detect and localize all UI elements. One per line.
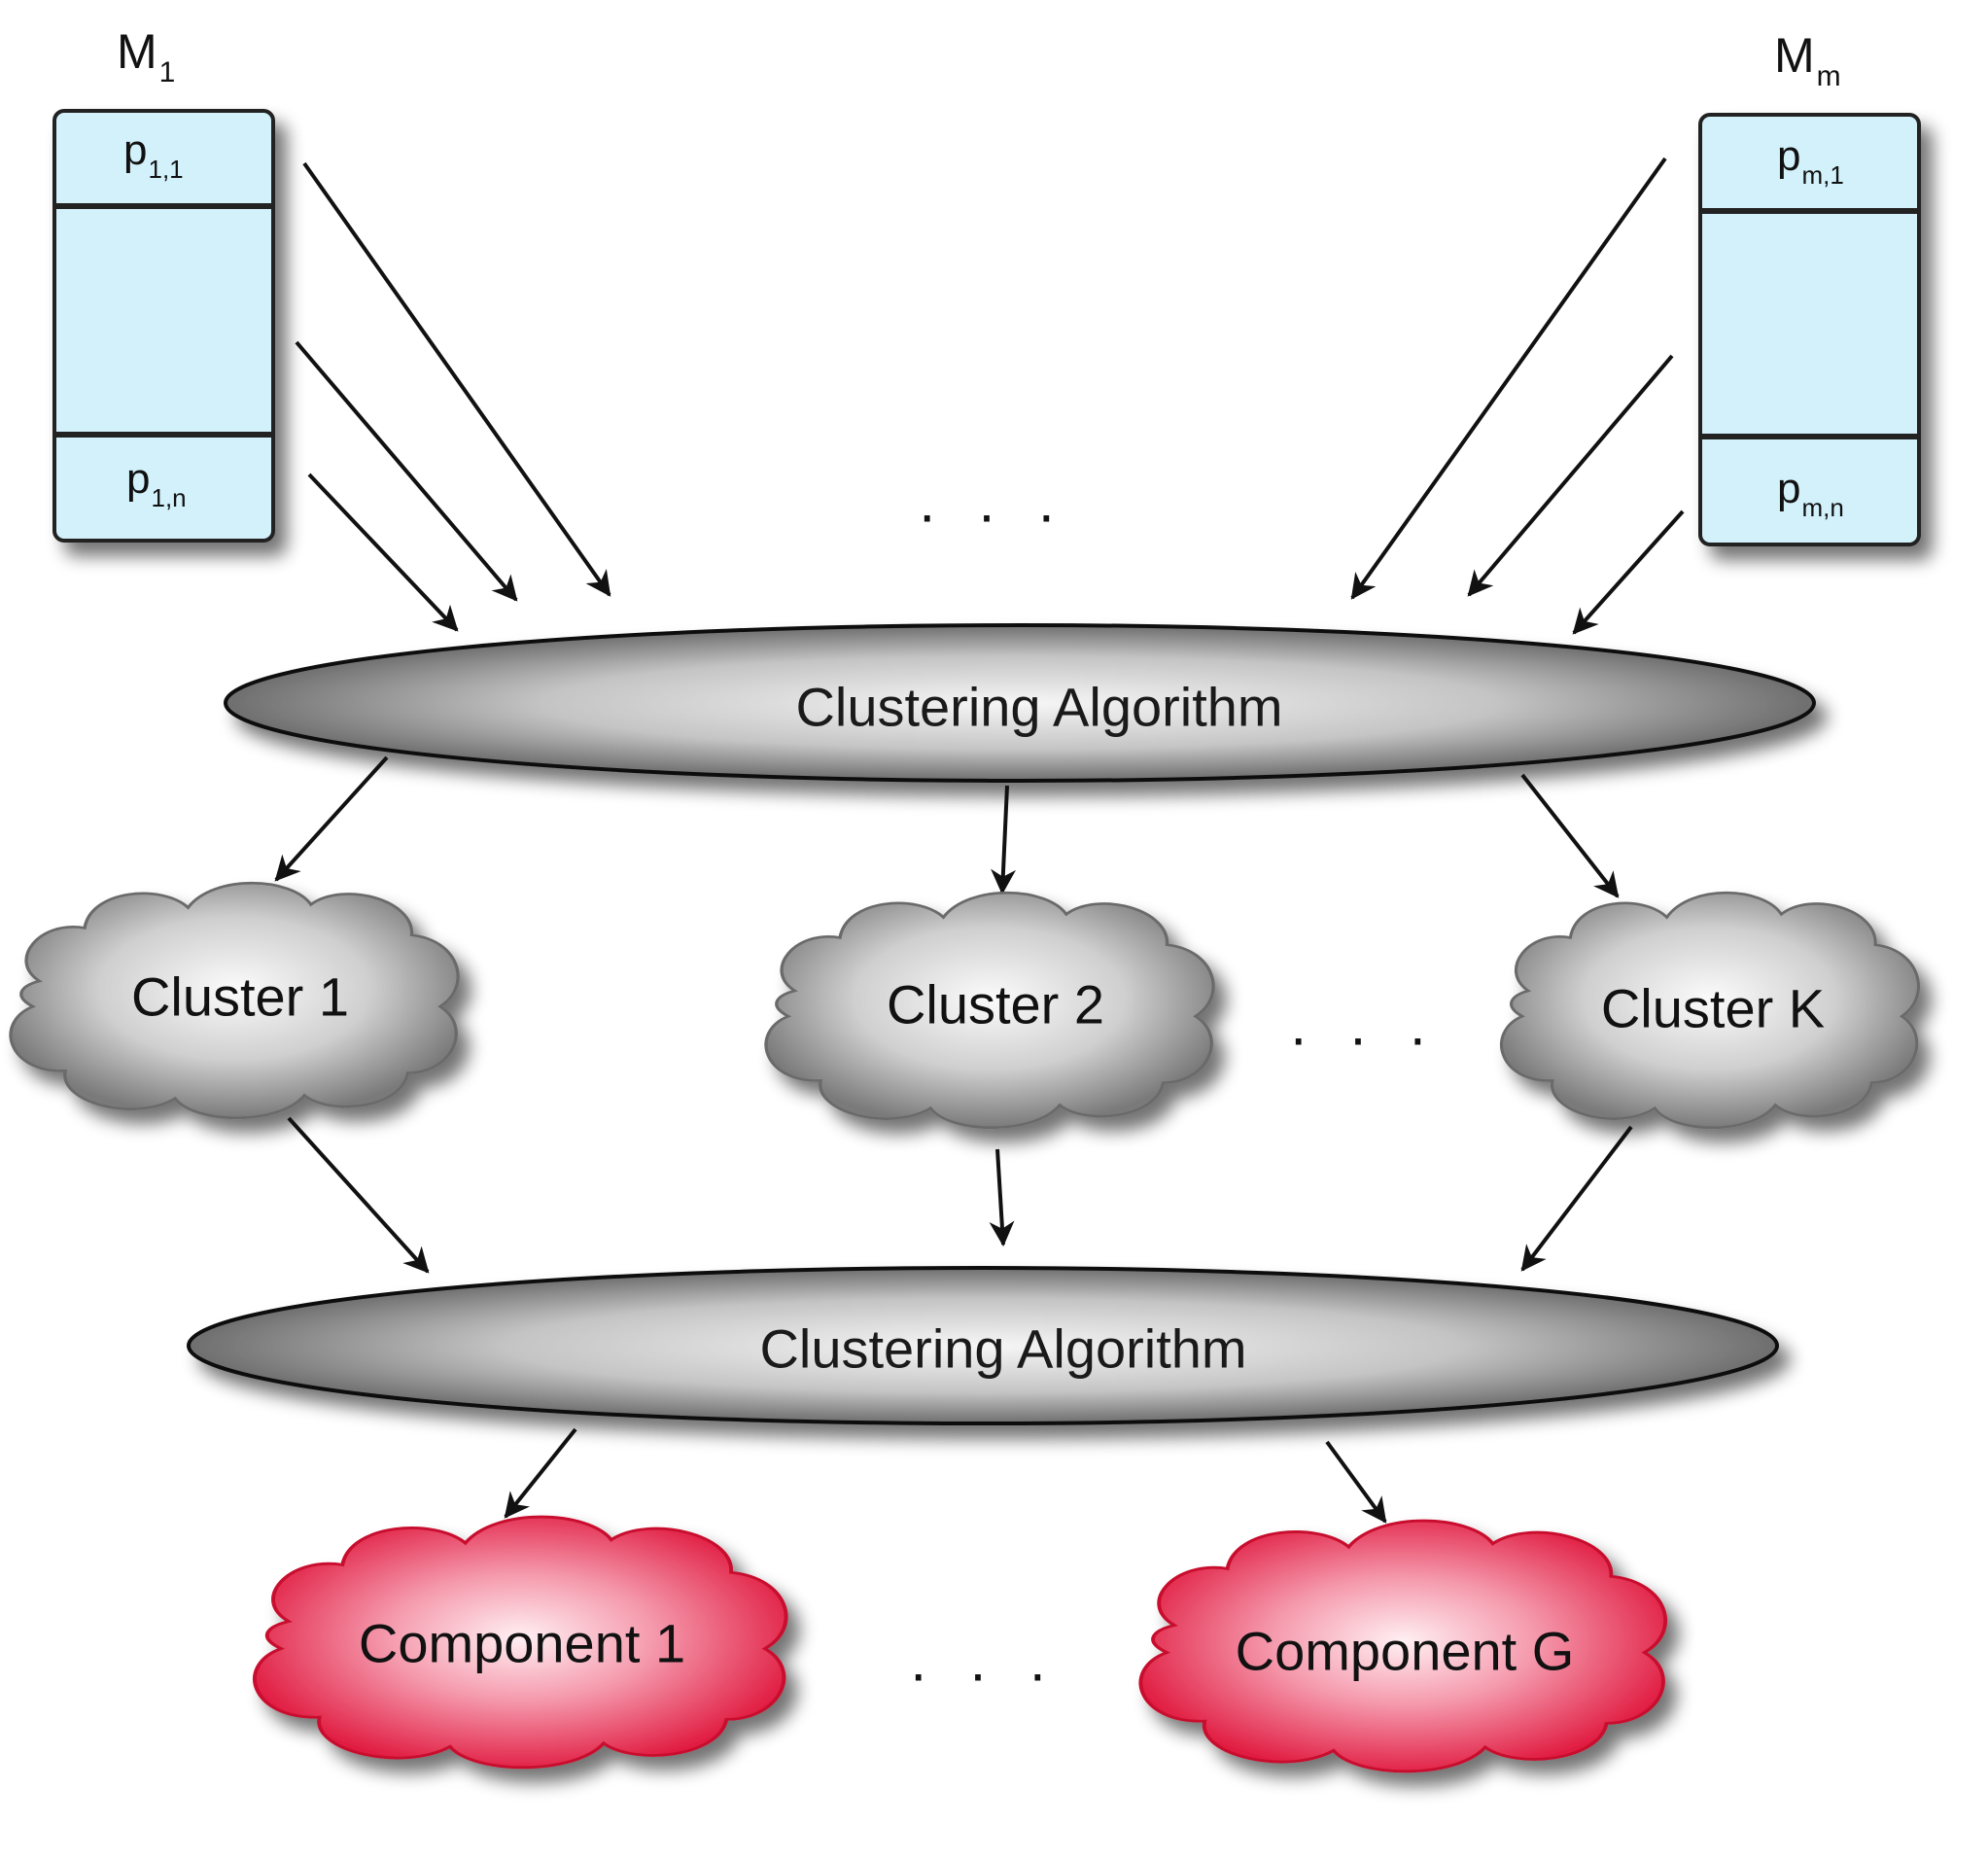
arrow	[1520, 773, 1620, 898]
arrow	[991, 785, 1017, 895]
components-ellipsis: . . .	[910, 1628, 1060, 1694]
clustering-algorithm-1-label: Clustering Algorithm	[795, 676, 1283, 738]
clustering-algorithm-ellipse-1	[224, 623, 1816, 783]
clustering-algorithm-ellipse-2	[187, 1266, 1779, 1425]
model-1-last-row-main: p	[126, 455, 151, 503]
model-box-m	[1698, 113, 1921, 546]
arrows-model-m	[1350, 157, 1685, 635]
model-m-title: Mm	[1774, 27, 1841, 93]
arrow	[1572, 509, 1685, 635]
arrow	[1350, 157, 1667, 600]
arrows-to-components	[504, 1427, 1387, 1524]
arrow	[504, 1427, 577, 1519]
model-box-1	[52, 109, 275, 543]
arrow	[307, 473, 459, 632]
component-g-label: Component G	[1235, 1620, 1575, 1682]
arrows-to-clusters	[274, 755, 1620, 898]
arrows-to-second-algorithm	[287, 1116, 1633, 1274]
cluster-2-label: Cluster 2	[886, 973, 1105, 1035]
arrow	[274, 755, 389, 882]
model-m-title-sub: m	[1816, 60, 1841, 92]
arrows-model-1	[295, 161, 611, 632]
arrow	[287, 1116, 430, 1274]
component-1-label: Component 1	[358, 1612, 686, 1674]
cluster-1-label: Cluster 1	[130, 965, 350, 1028]
model-m-first-row-main: p	[1777, 132, 1801, 180]
model-m-first-row-sub: m,1	[1801, 160, 1844, 190]
model-m-last-row-sub: m,n	[1801, 493, 1844, 522]
model-1-last-row-sub: 1,n	[151, 483, 187, 512]
arrow	[295, 340, 518, 602]
model-1-last-row-label: p1,n	[126, 455, 187, 513]
model-1-title-sub: 1	[158, 56, 176, 88]
clustering-algorithm-2-label: Clustering Algorithm	[759, 1317, 1247, 1380]
model-m-last-row-label: pm,n	[1777, 465, 1844, 523]
model-m-first-row-label: pm,1	[1777, 132, 1844, 191]
model-1-first-row-sub: 1,1	[148, 155, 184, 184]
model-1-first-row-main: p	[123, 126, 148, 174]
arrow	[302, 161, 611, 597]
cluster-k-label: Cluster K	[1600, 977, 1826, 1039]
model-1-title-main: M	[117, 24, 157, 79]
model-m-last-row-main: p	[1777, 465, 1801, 512]
model-m-title-main: M	[1774, 28, 1815, 83]
model-1-title: M1	[117, 23, 175, 89]
models-ellipsis: . . .	[919, 469, 1068, 535]
clusters-ellipsis: . . .	[1290, 992, 1440, 1058]
arrow	[989, 1148, 1015, 1247]
model-1-first-row-label: p1,1	[123, 126, 184, 185]
arrow	[1325, 1440, 1387, 1524]
arrow	[1467, 354, 1674, 597]
arrow	[1520, 1125, 1633, 1272]
